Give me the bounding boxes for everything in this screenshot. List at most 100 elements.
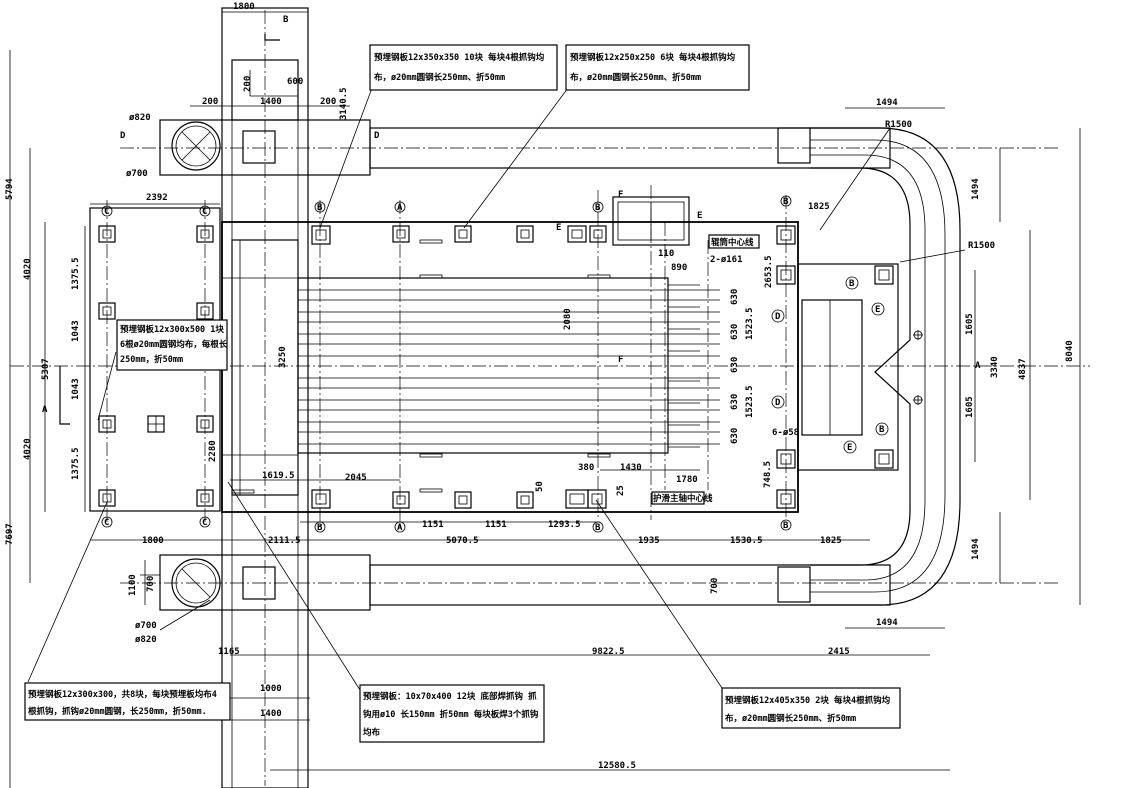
dim-text: 1043 [71, 320, 81, 342]
dim-text: 2653.5 [764, 255, 774, 288]
dim-text: 3250 [278, 346, 288, 368]
dim-text: 1780 [676, 475, 698, 485]
dim-text: 2111.5 [268, 536, 301, 546]
dim-text: 4020 [23, 438, 33, 460]
svg-text:A: A [397, 523, 403, 533]
dim-text: 1000 [260, 684, 282, 694]
dim-text: 25 [616, 485, 626, 496]
dim-text: 1100 [128, 574, 138, 596]
dim-text: 630 [730, 428, 740, 444]
dim-text: 1375.5 [71, 257, 81, 290]
bottom-horizontal-duct [120, 554, 1060, 611]
svg-text:B: B [783, 521, 789, 531]
axis-circle: C [199, 205, 211, 217]
guard-center-label: 护滑主轴中心线 [653, 493, 713, 504]
svg-text:A: A [397, 203, 403, 213]
dim-text: R1500 [885, 120, 912, 130]
axis-circle: E [843, 440, 857, 454]
axis-circle: C [101, 205, 113, 217]
axis-circle: A [394, 201, 406, 213]
dim-text: 2415 [828, 647, 850, 657]
dim-text: 1530.5 [730, 536, 763, 546]
svg-text:D: D [120, 131, 126, 141]
svg-text:B: B [849, 279, 855, 289]
dim-text: 200 [243, 76, 253, 92]
dim-text: 2280 [208, 440, 218, 462]
svg-text:根抓钩，抓钩ø20mm圆钢，长250mm，折50mm.: 根抓钩，抓钩ø20mm圆钢，长250mm，折50mm. [28, 706, 207, 717]
svg-text:250mm，折50mm: 250mm，折50mm [120, 354, 183, 365]
svg-text:B: B [317, 523, 323, 533]
svg-text:F: F [618, 355, 623, 365]
dim-text: 1523.5 [745, 385, 755, 418]
dim-text: 1800 [233, 2, 255, 12]
dim-text: 5794 [5, 178, 15, 200]
top-column-strip [221, 7, 309, 788]
note-bottom-right: 预埋钢板12x405x350 2块 每块4根抓钩均 布，ø20mm圆钢长250m… [721, 687, 901, 729]
dim-text: 3340 [990, 356, 1000, 378]
svg-text:预埋钢板12x300x300，共8块，每块预埋板均布4: 预埋钢板12x300x300，共8块，每块预埋板均布4 [28, 689, 217, 700]
dim-text: 890 [671, 263, 687, 273]
axis-circle: B [592, 521, 604, 533]
svg-text:D: D [775, 312, 781, 322]
dim-text: 1043 [71, 378, 81, 400]
top-horizontal-duct [120, 119, 1060, 176]
dim-text: 5307 [41, 358, 51, 380]
dim-text: 1605 [965, 396, 975, 418]
axis-circle: B [875, 422, 889, 436]
axis-circle: B [845, 276, 859, 290]
dim-text: 1494 [876, 98, 898, 108]
svg-text:A: A [975, 361, 981, 371]
axis-circle: D [771, 309, 785, 323]
svg-text:预埋钢板12x300x500 1块: 预埋钢板12x300x500 1块 [120, 324, 224, 335]
axis-circle: B [780, 519, 792, 531]
svg-text:E: E [556, 223, 561, 233]
dim-text: 6-ø58 [772, 428, 799, 438]
axis-circle: B [314, 201, 326, 213]
svg-text:预埋钢板12x350x350 10块 每块4根抓钩均: 预埋钢板12x350x350 10块 每块4根抓钩均 [374, 52, 545, 63]
svg-text:E: E [697, 211, 702, 221]
svg-text:布，ø20mm圆钢长250mm、折50mm: 布，ø20mm圆钢长250mm、折50mm [724, 713, 856, 724]
axis-circle: B [780, 195, 792, 207]
dim-text: 1375.5 [71, 447, 81, 480]
svg-text:B: B [595, 523, 601, 533]
dim-text: 630 [730, 324, 740, 340]
dim-text: 1800 [142, 536, 164, 546]
svg-text:均布: 均布 [363, 727, 381, 738]
dim-text: 50 [535, 481, 545, 492]
dim-text: ø700 [135, 621, 157, 631]
svg-text:预埋钢板12x250x250 6块 每块4根抓钩均: 预埋钢板12x250x250 6块 每块4根抓钩均 [570, 52, 736, 63]
axis-circle: E [871, 302, 885, 316]
dim-text: R1500 [968, 241, 995, 251]
dim-text: ø820 [129, 113, 151, 123]
svg-text:布，ø20mm圆钢长250mm、折50mm: 布，ø20mm圆钢长250mm、折50mm [569, 72, 701, 83]
axis-circle: C [101, 516, 113, 528]
dim-text: 1430 [620, 463, 642, 473]
dim-text: 5070.5 [446, 536, 479, 546]
dim-text: 1165 [218, 647, 240, 657]
svg-text:预埋钢板12x405x350 2块 每块4根抓钩均: 预埋钢板12x405x350 2块 每块4根抓钩均 [725, 695, 891, 706]
dim-text: 700 [146, 576, 156, 592]
svg-text:C: C [202, 518, 207, 528]
dim-text: 1935 [638, 536, 660, 546]
axis-circle: D [771, 395, 785, 409]
dimension-texts: 1800 200 600 200 1400 200 3140.5 5794 40… [5, 2, 1075, 771]
axis-circle: A [394, 521, 406, 533]
svg-text:C: C [202, 207, 207, 217]
svg-text:B: B [283, 15, 289, 25]
dim-text: 1619.5 [262, 471, 295, 481]
dim-text: 1825 [808, 202, 830, 212]
center-labels: 辊筒中心线 护滑主轴中心线 [651, 234, 760, 505]
dim-text: 1494 [971, 538, 981, 560]
dim-text: 748.5 [763, 461, 773, 488]
dimension-lines [9, 11, 1081, 788]
dim-text: 7697 [5, 523, 15, 545]
svg-text:C: C [104, 207, 109, 217]
dim-text: ø820 [135, 635, 157, 645]
axis-circle: B [314, 521, 326, 533]
leader-lines [27, 87, 966, 691]
dim-text: 9822.5 [592, 647, 625, 657]
dim-text: 2045 [345, 473, 367, 483]
dim-text: ø700 [126, 169, 148, 179]
dim-text: 1494 [876, 618, 898, 628]
svg-text:A: A [42, 405, 48, 415]
